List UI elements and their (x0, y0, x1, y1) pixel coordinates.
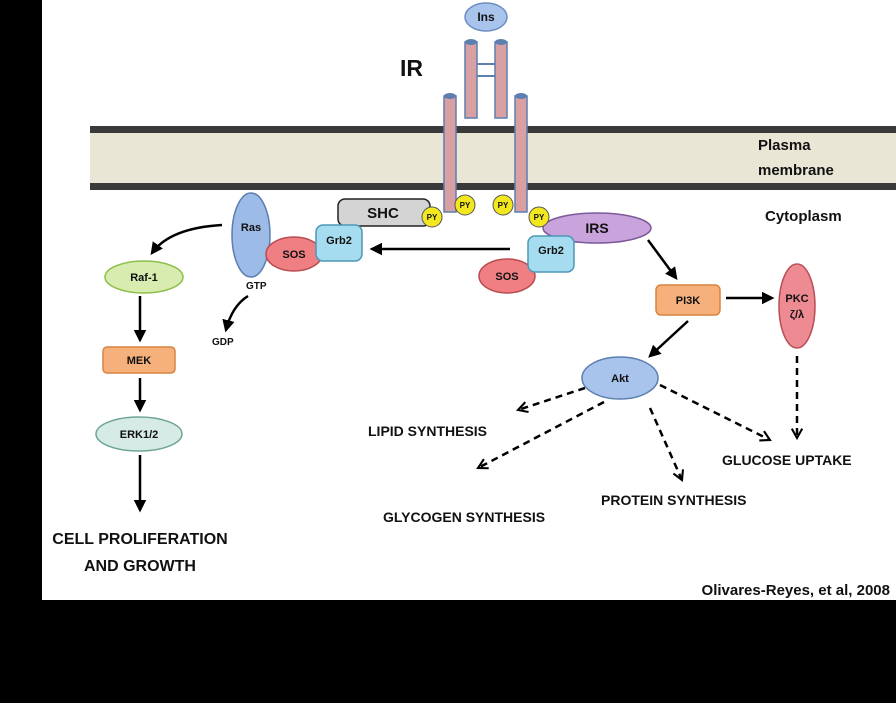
py-label: PY (498, 201, 509, 210)
py-marker (454, 194, 476, 216)
grb2-node-right (527, 235, 575, 273)
arrow-pi3k-to-akt (648, 320, 689, 358)
pkc-label-2: ζ/λ (790, 309, 804, 321)
dashed-arrows (478, 356, 797, 480)
insulin-label: Ins (477, 10, 495, 24)
irs-label: IRS (585, 220, 608, 236)
lipid-synthesis-label: LIPID SYNTHESIS (368, 423, 487, 439)
py-label: PY (427, 213, 438, 222)
cytoplasm-label: Cytoplasm (765, 208, 842, 225)
protein-synthesis-label: PROTEIN SYNTHESIS (601, 492, 746, 508)
signal-arrows (133, 223, 775, 513)
arrow-akt-to-protein (648, 407, 682, 480)
insulin-node (464, 2, 508, 32)
ir-label: IR (400, 55, 423, 81)
py-marker (528, 206, 550, 228)
cell-proliferation-label: CELL PROLIFERATION (52, 531, 227, 548)
pi3k-node (655, 284, 721, 316)
grb2-node-left (315, 224, 363, 262)
gtp-label: GTP (246, 281, 267, 292)
pkc-label: PKC (785, 293, 808, 305)
erk-node (95, 416, 183, 452)
arrow-irs-to-pi3k (646, 239, 678, 281)
plasma-membrane-label: Plasma (758, 137, 811, 154)
citation-label: Olivares-Reyes, et al, 2008 (702, 582, 890, 599)
cell-proliferation-label-2: AND GROWTH (84, 558, 196, 575)
sos-label-right: SOS (495, 271, 518, 283)
sos-label-left: SOS (282, 249, 305, 261)
shc-label: SHC (367, 205, 399, 222)
ras-node (231, 192, 271, 278)
arrow-akt-to-glucose (659, 383, 770, 440)
py-marker (492, 194, 514, 216)
arrow-ras-to-gdp (222, 294, 249, 333)
grb2-label-left: Grb2 (326, 235, 352, 247)
py-label: PY (460, 201, 471, 210)
irs-node (542, 212, 652, 244)
glucose-uptake-label: GLUCOSE UPTAKE (722, 452, 852, 468)
akt-label: Akt (611, 373, 629, 385)
raf1-label: Raf-1 (130, 272, 158, 284)
akt-node (581, 356, 659, 400)
sos-node-right (478, 258, 536, 294)
mek-node (102, 346, 176, 374)
insulin-receptor (443, 39, 528, 213)
gdp-label: GDP (212, 337, 234, 348)
py-label: PY (534, 213, 545, 222)
mek-label: MEK (127, 355, 152, 367)
pi3k-label: PI3K (676, 295, 701, 307)
erk-label: ERK1/2 (120, 429, 159, 441)
py-marker (421, 206, 443, 228)
arrow-ras-to-raf1 (150, 223, 223, 256)
grb2-label-right: Grb2 (538, 245, 564, 257)
plasma-membrane-label-2: membrane (758, 162, 834, 179)
raf1-node (104, 260, 184, 294)
pkc-node (778, 263, 816, 349)
ras-label: Ras (241, 222, 261, 234)
plasma-membrane (90, 126, 896, 190)
glycogen-synthesis-label: GLYCOGEN SYNTHESIS (383, 509, 545, 525)
